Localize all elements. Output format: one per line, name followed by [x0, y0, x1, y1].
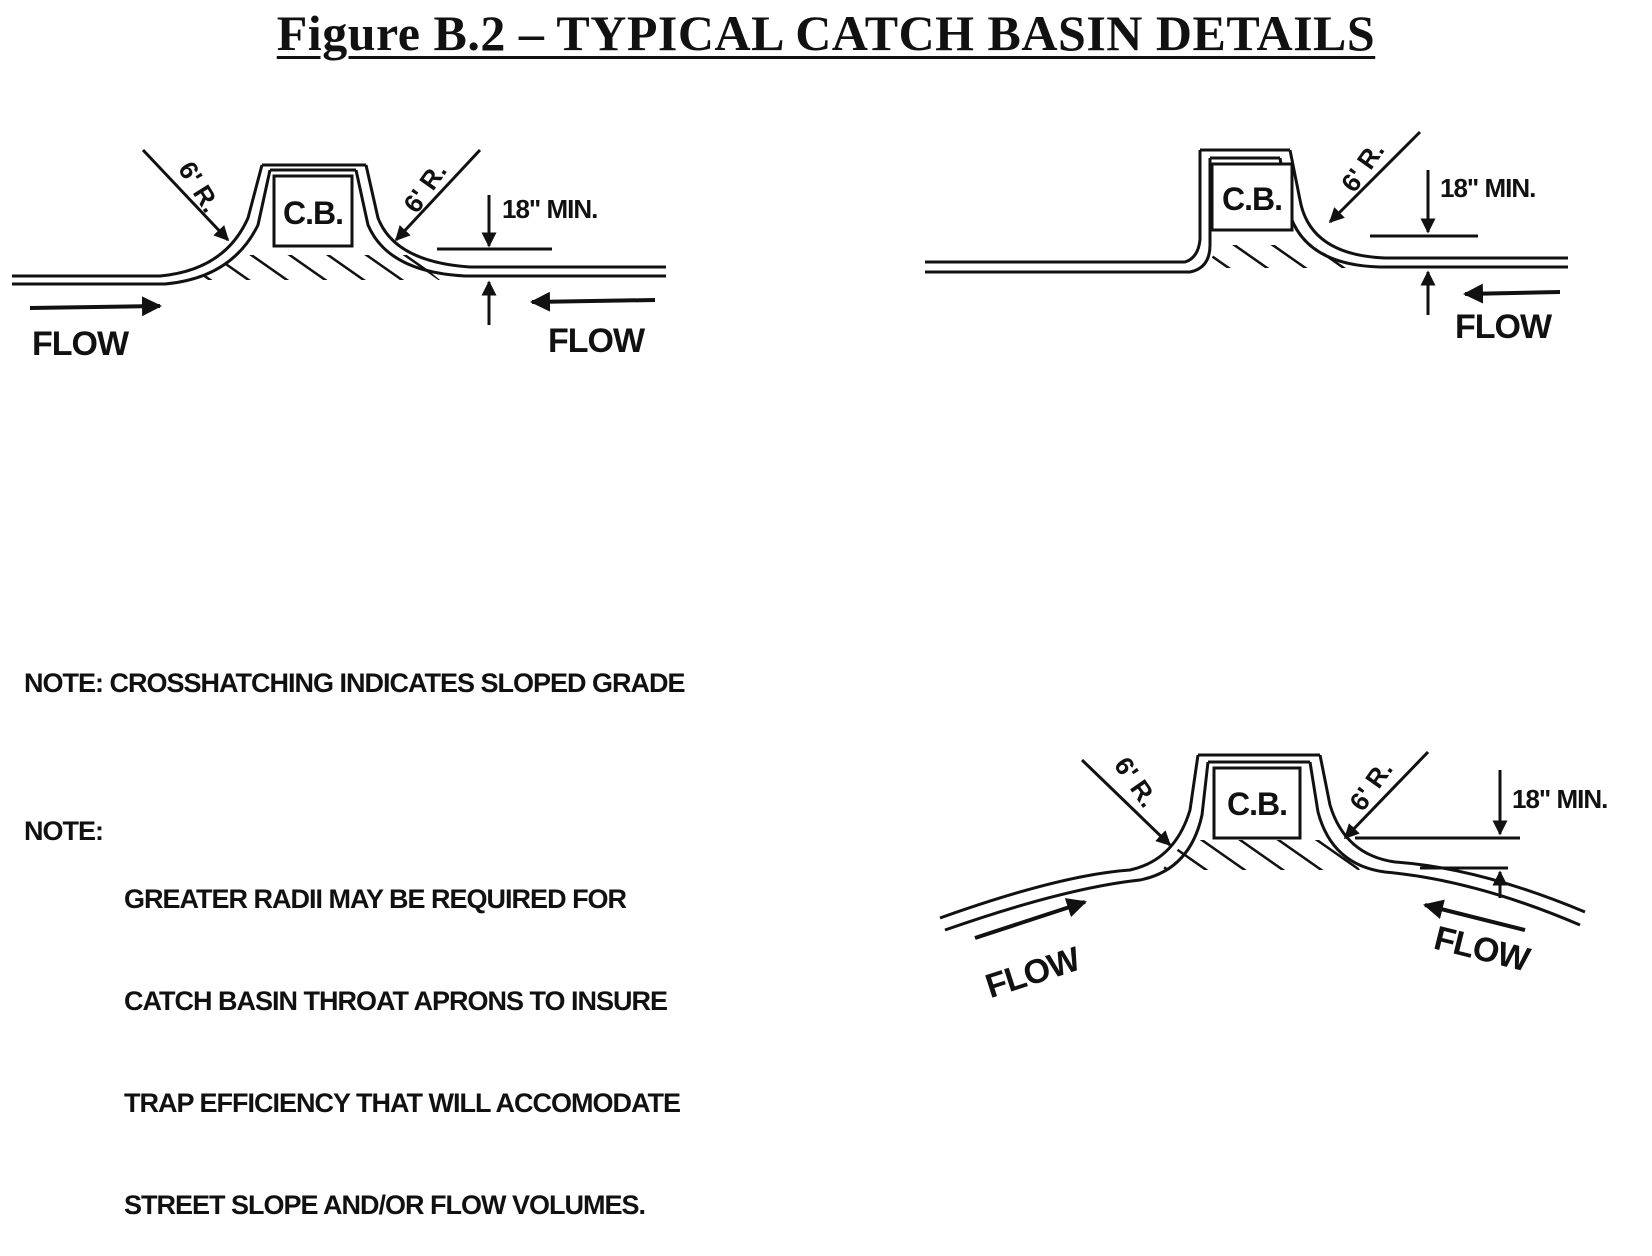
note-radii-line: CATCH BASIN THROAT APRONS TO INSURE: [124, 986, 668, 1016]
min-label-3: 18" MIN.: [1512, 784, 1607, 814]
flow-arrow-right: [530, 291, 656, 312]
catch-basin-box: [272, 174, 354, 248]
flow-arrow-left: [974, 898, 1087, 940]
curb-line-right: [364, 164, 666, 269]
diagram-one-sided: [925, 130, 1568, 315]
radius-label-1-left: 6' R.: [172, 156, 226, 218]
flow-label-1-right: FLOW: [548, 322, 646, 360]
flow-arrow-right: [1423, 899, 1526, 932]
note-radii-prefix: NOTE:: [24, 816, 104, 846]
catch-basin-box: [1210, 162, 1294, 232]
diagram-two-sided: [12, 148, 666, 325]
note-radii-line: GREATER RADII MAY BE REQUIRED FOR: [124, 884, 627, 914]
cb-label-2: C.B.: [1222, 181, 1282, 217]
radius-leader-right: [1343, 750, 1430, 840]
radius-leader-left: [1080, 758, 1172, 847]
min-label-1: 18" MIN.: [502, 194, 597, 224]
diagram-sloped-street: [939, 750, 1586, 940]
curb-line-left: [12, 164, 264, 278]
note-radii-body: GREATER RADII MAY BE REQUIRED FOR CATCH …: [124, 814, 681, 1256]
radius-label-3-right: 6' R.: [1343, 755, 1398, 816]
flow-arrow: [1463, 283, 1561, 304]
min-label-2: 18" MIN.: [1440, 173, 1535, 203]
note-radii-line: STREET SLOPE AND/OR FLOW VOLUMES.: [124, 1190, 646, 1220]
sloped-grade-hatch: [195, 255, 440, 280]
radius-label-2: 6' R.: [1335, 136, 1390, 197]
curb-line-right: [1288, 149, 1568, 260]
catch-basin-diagrams: C.B. 6' R. 6' R. 18" MIN. FLOW FLOW C.B.…: [12, 130, 1608, 1006]
cb-label-3: C.B.: [1227, 786, 1287, 822]
flow-label-1-left: FLOW: [32, 325, 130, 363]
flow-label-3-left: FLOW: [981, 940, 1086, 1006]
catch-basin-box: [1212, 766, 1302, 840]
figure-title: Figure B.2 – TYPICAL CATCH BASIN DETAILS: [276, 5, 1376, 61]
note-radii-line: TRAP EFFICIENCY THAT WILL ACCOMODATE: [124, 1088, 681, 1118]
flow-arrow-left: [29, 296, 162, 317]
radius-leader-left: [141, 148, 230, 242]
flow-label-2: FLOW: [1455, 308, 1553, 346]
cb-label-1: C.B.: [283, 195, 343, 231]
radius-leader-right: [394, 148, 482, 242]
radius-label-3-left: 6' R.: [1108, 751, 1163, 812]
curb-line-right: [1318, 754, 1586, 914]
radius-leader: [1328, 130, 1422, 224]
sloped-grade-hatch: [1205, 245, 1370, 268]
note-crosshatching: NOTE: CROSSHATCHING INDICATES SLOPED GRA…: [24, 668, 686, 698]
sloped-grade-hatch: [1162, 840, 1360, 870]
